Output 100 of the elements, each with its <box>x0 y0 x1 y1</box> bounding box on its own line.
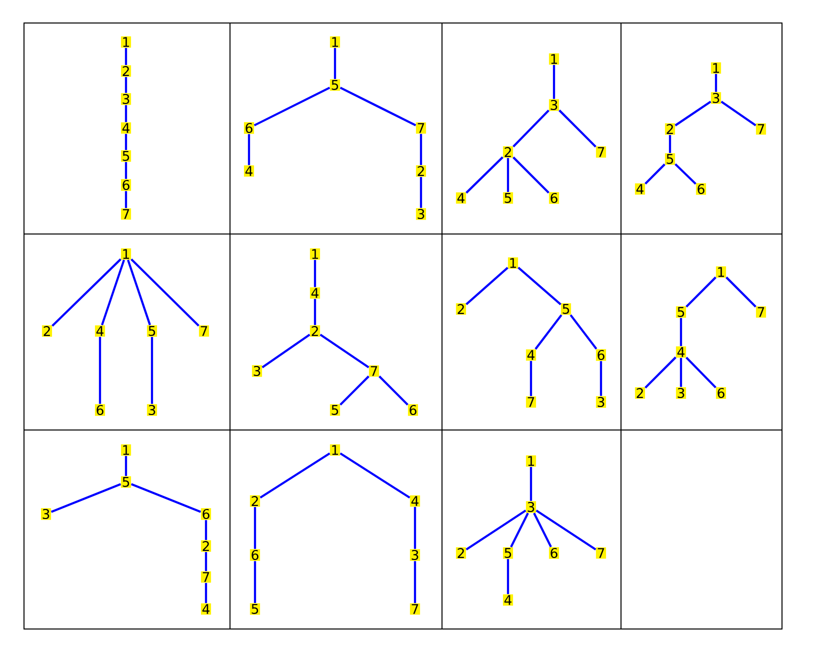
tree-edge <box>512 110 550 148</box>
tree-node: 3 <box>40 508 52 520</box>
tree-edge <box>320 334 370 368</box>
grid-cell <box>442 234 622 430</box>
tree-edge <box>558 110 596 148</box>
tree-node: 1 <box>120 248 132 260</box>
tree-node: 1 <box>310 248 320 260</box>
tree-node: 5 <box>330 404 340 416</box>
tree-node: 4 <box>244 165 254 177</box>
tree-node: 1 <box>716 266 726 278</box>
tree-edge <box>570 314 598 350</box>
tree-node: 6 <box>94 404 106 416</box>
tree-edge <box>512 156 550 194</box>
tree-edge <box>668 135 672 153</box>
tree-node: 4 <box>634 183 646 195</box>
grid-cell <box>442 22 622 234</box>
tree-node: 1 <box>120 36 132 48</box>
grid-cell <box>230 430 442 630</box>
grid-cell <box>620 430 782 630</box>
tree-edge <box>674 100 712 126</box>
tree-edge <box>204 520 208 540</box>
grid-cell <box>620 22 782 234</box>
tree-node: 1 <box>120 444 132 456</box>
tree-node: 2 <box>456 303 466 315</box>
tree-edge <box>98 336 102 404</box>
tree-node: 6 <box>716 387 726 399</box>
tree-node: 7 <box>410 603 420 615</box>
tree-node: 5 <box>502 192 514 204</box>
grid-cell <box>442 430 622 630</box>
tree-node: 7 <box>368 365 380 377</box>
tree-node: 2 <box>634 387 646 399</box>
tree-node: 5 <box>676 306 686 318</box>
tree-edge <box>124 456 128 476</box>
tree-node: 4 <box>456 192 466 204</box>
tree-edge <box>552 64 556 99</box>
grid-cell <box>230 22 442 234</box>
tree-node: 7 <box>596 146 606 158</box>
tree-node: 7 <box>200 571 212 583</box>
tree-node: 2 <box>310 325 320 337</box>
tree-edge <box>466 156 504 194</box>
tree-node: 1 <box>330 444 340 456</box>
tree-node: 7 <box>198 325 210 337</box>
tree-node: 4 <box>310 287 320 299</box>
tree-node: 4 <box>200 603 212 615</box>
tree-node: 4 <box>502 594 514 606</box>
tree-node: 7 <box>756 306 766 318</box>
tree-node: 7 <box>756 123 766 135</box>
tree-edge <box>686 276 716 308</box>
tree-edge <box>127 260 151 326</box>
tree-node: 7 <box>416 122 426 134</box>
tree-node: 6 <box>244 122 254 134</box>
tree-edge <box>340 86 416 126</box>
tree-node: 4 <box>410 495 420 507</box>
tree-node: 1 <box>508 257 518 269</box>
tree-node: 6 <box>696 183 706 195</box>
tree-node: 2 <box>416 165 426 177</box>
tree-edge <box>644 164 666 184</box>
tree-edge <box>378 376 408 406</box>
tree-edge <box>506 559 510 594</box>
tree-node: 2 <box>120 65 132 77</box>
tree-node: 5 <box>664 153 676 165</box>
tree-edge <box>518 266 562 306</box>
tree-node: 4 <box>94 325 106 337</box>
tree-edge <box>720 100 756 126</box>
grid-cell <box>24 22 230 234</box>
tree-node: 6 <box>596 349 606 361</box>
tree-node: 5 <box>120 476 132 488</box>
tree-edge <box>714 74 718 92</box>
grid-cell <box>24 430 230 630</box>
tree-edge <box>530 466 532 501</box>
tree-node: 7 <box>120 208 132 220</box>
tree-edge <box>150 337 154 404</box>
tree-edge <box>314 260 316 288</box>
tree-edge <box>726 276 756 308</box>
tree-edge <box>124 134 128 150</box>
tree-node: 2 <box>664 123 676 135</box>
grid-cell <box>24 234 230 430</box>
tree-edge <box>100 260 126 326</box>
grid-cell <box>620 234 782 430</box>
tree-edge <box>674 163 696 185</box>
tree-node: 5 <box>502 547 514 559</box>
tree-node: 6 <box>200 508 212 520</box>
tree-node: 5 <box>120 150 132 162</box>
tree-node: 4 <box>676 346 686 358</box>
tree-node: 6 <box>250 549 260 561</box>
tree-node: 3 <box>146 404 158 416</box>
tree-node: 6 <box>120 179 132 191</box>
tree-node: 1 <box>548 53 560 65</box>
tree-node: 6 <box>548 547 560 559</box>
tree-node: 2 <box>200 540 212 552</box>
tree-node: 5 <box>330 79 340 91</box>
tree-node: 3 <box>548 99 560 111</box>
tree-node: 7 <box>526 396 536 408</box>
tree-edge <box>262 334 310 368</box>
tree-edge <box>260 452 330 499</box>
tree-edge <box>414 561 416 604</box>
tree-edge <box>466 266 508 306</box>
tree-edge <box>644 356 676 388</box>
tree-edge <box>52 258 122 327</box>
tree-node: 6 <box>548 192 560 204</box>
